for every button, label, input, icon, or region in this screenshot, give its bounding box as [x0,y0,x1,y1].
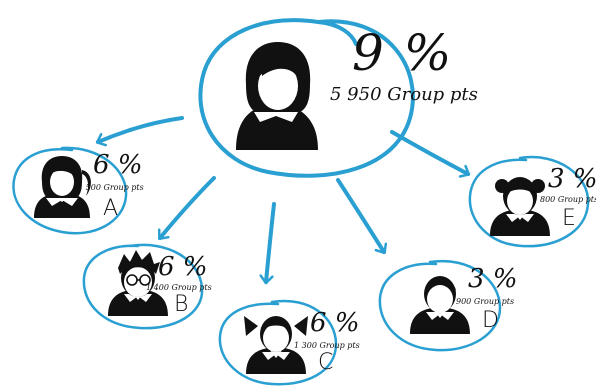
arrow-to-e [390,130,468,174]
boy-glasses-icon [108,250,168,316]
node-a-letter: A [103,196,119,221]
root-points: 5 950 Group pts [330,84,478,105]
girl-ponytail-icon [34,156,91,218]
ring-d [378,259,502,352]
node-e-percent: 3 % [548,164,596,194]
node-b-percent: 6 % [158,252,208,282]
node-e-letter: E [562,206,576,231]
node-c-letter: C [318,350,334,375]
ring-e [468,155,590,248]
boy-icon [410,276,470,334]
arrow-to-d [336,178,384,252]
node-b-letter: B [174,292,189,317]
node-d-percent: 3 % [468,264,518,294]
arrow-to-b [160,176,216,238]
woman-long-hair-icon [236,42,318,150]
node-a-percent: 6 % [93,150,143,180]
ring-b [82,243,204,330]
node-b-points: 1 400 Group pts [146,283,212,292]
node-c-points: 1 300 Group pts [294,341,360,350]
ring-a [12,146,128,235]
node-a-points: 1 500 Group pts [78,183,144,192]
root-ring [198,18,415,178]
ring-c [218,299,338,386]
girl-pigtails-icon [244,316,308,374]
arrow-to-a [98,116,184,142]
node-e-points: 800 Group pts [540,195,596,204]
root-percent: 9 % [352,24,454,82]
node-d-points: 900 Group pts [456,297,515,306]
arrow-to-c [266,202,276,282]
node-c-percent: 6 % [310,308,360,338]
node-d-letter: D [482,308,499,333]
girl-buns-icon [490,177,550,236]
